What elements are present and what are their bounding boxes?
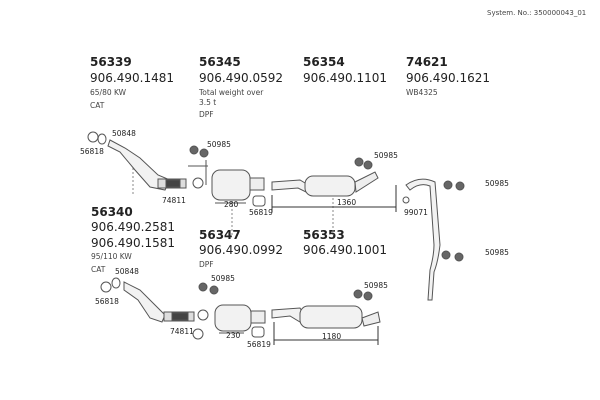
part-label: 50985 <box>485 179 509 188</box>
part-label: 74811 <box>170 327 194 336</box>
dimension-label: 230 <box>226 331 241 340</box>
dpf-top <box>188 145 266 207</box>
catalytic-converter-bottom <box>100 277 195 323</box>
oe-number: 906.490.1101 <box>303 71 387 85</box>
part-label: 50985 <box>485 248 509 257</box>
part-note: CAT <box>90 101 105 110</box>
part-note: DPF <box>199 110 214 119</box>
oe-number: 906.490.2581 <box>91 220 175 234</box>
part-note: DPF <box>199 260 214 269</box>
part-label: 50848 <box>112 129 136 138</box>
oe-number: 906.490.1621 <box>406 71 490 85</box>
dpf-bottom <box>192 282 266 340</box>
part-number: 74621 <box>406 55 448 69</box>
part-label: 50985 <box>211 274 235 283</box>
part-label: 56819 <box>249 208 273 217</box>
system-number: System. No.: 350000043_01 <box>487 9 587 17</box>
part-label: 50985 <box>207 140 231 149</box>
oe-number: 906.490.0592 <box>199 71 283 85</box>
oe-number: 906.490.1581 <box>91 236 175 250</box>
part-label: 50985 <box>364 281 388 290</box>
part-note: CAT <box>91 265 106 274</box>
oe-number: 906.490.1001 <box>303 243 387 257</box>
part-number: 56353 <box>303 228 345 242</box>
dimension-label: 1180 <box>322 332 342 341</box>
part-note: WB4325 <box>406 88 438 97</box>
part-label: 56819 <box>247 340 271 349</box>
part-label: 99071 <box>404 208 428 217</box>
part-number: 56345 <box>199 55 241 69</box>
part-number: 56340 <box>91 205 133 219</box>
part-note: 3.5 t <box>199 98 217 107</box>
part-label: 50985 <box>374 151 398 160</box>
part-note: Total weight over <box>199 88 264 97</box>
part-number: 56347 <box>199 228 241 242</box>
part-label: 56818 <box>80 147 104 156</box>
dimension-label: 1360 <box>337 198 357 207</box>
middle-silencer-top <box>271 157 397 212</box>
catalytic-converter-top <box>87 131 187 191</box>
part-label: 74811 <box>162 196 186 205</box>
part-number: 56354 <box>303 55 345 69</box>
part-note: 95/110 KW <box>91 252 132 261</box>
part-number: 56339 <box>90 55 132 69</box>
part-note: 65/80 KW <box>90 88 127 97</box>
part-label: 50848 <box>115 267 139 276</box>
oe-number: 906.490.0992 <box>199 243 283 257</box>
tail-pipe-top <box>402 178 465 301</box>
rear-silencer-bottom <box>271 289 381 345</box>
dimension-label: 280 <box>224 200 239 209</box>
oe-number: 906.490.1481 <box>90 71 174 85</box>
part-label: 56818 <box>95 297 119 306</box>
